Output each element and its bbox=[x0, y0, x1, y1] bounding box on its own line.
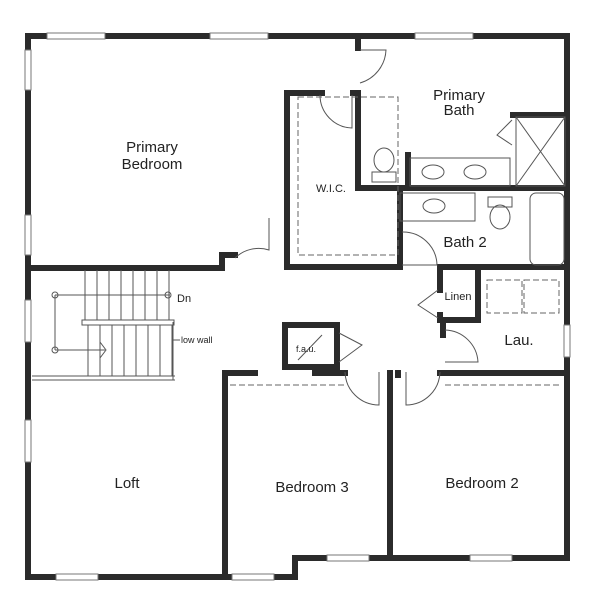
toilet-icon bbox=[373, 147, 395, 173]
room-label-loft: Loft bbox=[114, 475, 140, 492]
exterior-walls bbox=[25, 33, 570, 580]
room-label-primary-bedroom-line2: Bedroom bbox=[122, 156, 183, 173]
room-label-wic: W.I.C. bbox=[316, 183, 346, 195]
sink-icon bbox=[422, 198, 446, 214]
interior-walls bbox=[25, 33, 570, 580]
doors bbox=[234, 49, 513, 406]
room-label-laundry: Lau. bbox=[504, 332, 533, 349]
shower-icon bbox=[515, 116, 566, 187]
room-label-primary-bedroom: Primary bbox=[126, 139, 178, 156]
windows bbox=[24, 32, 571, 581]
stair-direction-arrow-icon bbox=[99, 341, 107, 359]
room-label-bedroom2: Bedroom 2 bbox=[445, 475, 518, 492]
fau-label: f.a.u. bbox=[296, 344, 316, 354]
stairs-down-label: Dn bbox=[177, 293, 191, 305]
sink-icon bbox=[421, 164, 445, 180]
room-label-primary-bath: Primary bbox=[433, 87, 485, 104]
toilet-icon bbox=[489, 204, 511, 230]
staircase bbox=[32, 270, 180, 381]
low-wall-label: low wall bbox=[181, 335, 213, 345]
room-label-linen: Linen bbox=[445, 291, 472, 303]
room-label-bath2: Bath 2 bbox=[443, 234, 486, 251]
room-label-primary-bath-line2: Bath bbox=[444, 102, 475, 119]
sink-icon bbox=[463, 164, 487, 180]
bathtub-icon bbox=[529, 192, 565, 266]
fixtures bbox=[230, 96, 566, 386]
room-label-bedroom3: Bedroom 3 bbox=[275, 479, 348, 496]
